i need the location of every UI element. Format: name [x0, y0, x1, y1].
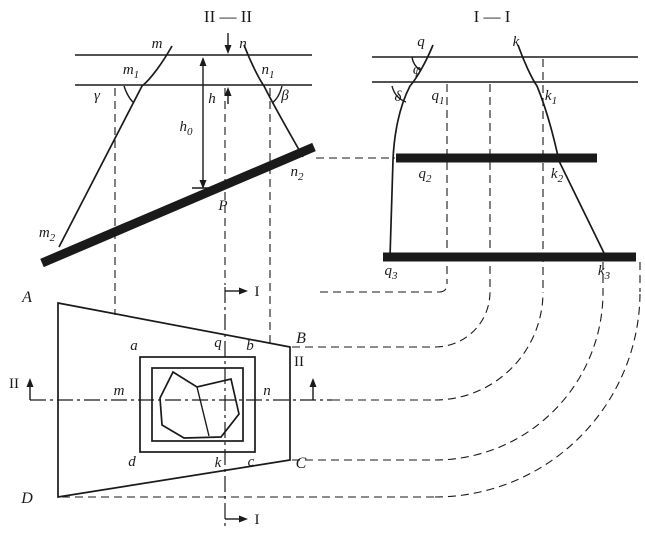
- delta-angle-arc: [391, 85, 407, 103]
- label-delta: δ: [395, 89, 403, 105]
- label-plan-m: m: [114, 383, 125, 399]
- sec1-title: I — I: [474, 7, 511, 26]
- proj-arc-c-level: [434, 291, 604, 461]
- phi-angle-arc: [411, 56, 421, 71]
- label-k1: k1: [545, 88, 557, 107]
- label-k2: k2: [551, 166, 564, 185]
- label-p: P: [217, 198, 227, 214]
- label-corner-b-lower: b: [246, 338, 254, 354]
- label-m: m: [152, 36, 163, 52]
- label-corner-c-upper: C: [296, 455, 307, 472]
- cut-i-top-arrowhead: [239, 287, 248, 295]
- label-plan-q: q: [214, 335, 222, 351]
- h-dim-upper-arrowhead: [224, 45, 232, 54]
- label-cut-ii-right: II: [294, 354, 304, 370]
- plan-pit-bottom-rect: [139, 356, 256, 453]
- label-n1: n1: [262, 62, 275, 81]
- label-corner-c-lower: c: [248, 454, 255, 470]
- proj-arc-centerline: [434, 291, 544, 401]
- label-q1: q1: [432, 88, 445, 107]
- cut-ii-right-arrowhead: [309, 378, 317, 387]
- proj-arc-b-level: [434, 291, 491, 348]
- label-gamma: γ: [94, 88, 101, 104]
- plan-view: A B C D a q b m n d k c I I II II: [9, 284, 332, 528]
- label-cut-i-top: I: [255, 284, 260, 300]
- label-k: k: [513, 34, 520, 50]
- label-phi: φ: [413, 62, 421, 78]
- label-corner-a-lower: a: [130, 338, 138, 354]
- section-ii-ii: II — II m n m1 n1 γ β h h0 P m2 n2: [39, 7, 395, 343]
- label-n2: n2: [291, 164, 305, 183]
- label-q3: q3: [385, 263, 399, 282]
- plan-ore-body-outline: [159, 370, 240, 439]
- label-m2: m2: [39, 225, 56, 244]
- label-q: q: [417, 34, 425, 50]
- label-n: n: [239, 36, 247, 52]
- label-q2: q2: [419, 166, 433, 185]
- cut-ii-left-arrowhead: [26, 378, 34, 387]
- h-dim-lower-arrowhead: [224, 87, 232, 96]
- sec1-left-slope-line: [389, 44, 434, 258]
- label-plan-n: n: [263, 383, 271, 399]
- sec1-right-slope-line: [517, 44, 605, 254]
- label-corner-d-upper: D: [20, 490, 33, 507]
- beta-angle-arc: [271, 85, 283, 104]
- label-cut-ii-left: II: [9, 376, 19, 392]
- proj-corner-arc: [438, 283, 448, 293]
- label-k3: k3: [598, 263, 611, 282]
- projection-lines: [62, 283, 641, 498]
- label-beta: β: [280, 88, 289, 104]
- label-plan-k: k: [215, 455, 222, 471]
- plan-inner-rect: [151, 367, 244, 442]
- label-corner-b-upper: B: [296, 330, 306, 347]
- gamma-angle-arc: [123, 85, 135, 104]
- plan-ore-body-fold-line: [196, 386, 210, 437]
- cut-i-bottom-arrowhead: [239, 515, 248, 523]
- label-corner-a-upper: A: [21, 289, 32, 306]
- label-h: h: [208, 91, 216, 107]
- plan-pit-top-outline: [57, 301, 291, 498]
- label-cut-i-bottom: I: [255, 512, 260, 528]
- sec2-title: II — II: [204, 7, 252, 26]
- proj-arc-d-level: [434, 291, 641, 498]
- section-i-i: I — I q k φ δ q1 k1 q2 k2 q3 k3: [372, 7, 641, 292]
- h0-dim-bottom-arrowhead: [199, 180, 207, 189]
- label-corner-d-lower: d: [128, 454, 136, 470]
- sec2-left-slope-line: [58, 45, 173, 248]
- h0-dim-top-arrowhead: [199, 57, 207, 66]
- label-h0: h0: [180, 119, 194, 138]
- sec2-right-slope-line: [243, 44, 304, 158]
- label-m1: m1: [123, 62, 139, 81]
- sec2-seam-bar: [40, 142, 316, 268]
